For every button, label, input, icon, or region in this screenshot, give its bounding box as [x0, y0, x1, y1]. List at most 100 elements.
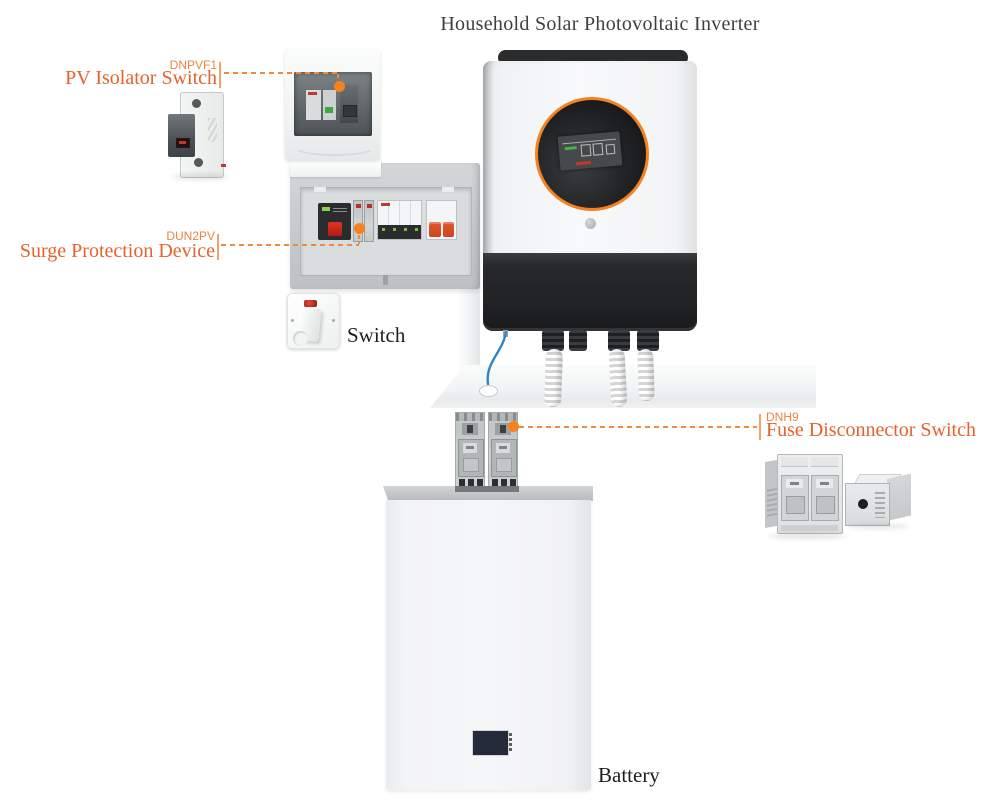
- pv-isolator-module: [340, 85, 358, 123]
- led-indicator: [404, 228, 407, 231]
- decor-dot: [509, 733, 512, 736]
- surge-protection-code: DUN2PV: [166, 229, 215, 243]
- decor: [790, 482, 799, 485]
- breaker-toggle: [328, 222, 342, 236]
- fuse-window: [811, 475, 839, 521]
- battery-top-face: [383, 486, 593, 501]
- decor: [489, 413, 517, 421]
- fuse-disconnector-product: [763, 450, 845, 536]
- decor: [314, 187, 326, 192]
- fuse-module-head: [495, 423, 511, 435]
- fuse-module-head: [462, 423, 478, 435]
- decor: [781, 525, 838, 531]
- fuse-module: [488, 412, 518, 487]
- surge-protection-label: Surge Protection Device: [19, 240, 215, 262]
- inverter-screen: [557, 131, 623, 171]
- decor: [442, 187, 454, 192]
- leader-line: [224, 72, 337, 74]
- decor-dot: [509, 748, 512, 751]
- leader-line: [221, 244, 359, 246]
- decor: [356, 204, 361, 208]
- marker-dot: [508, 421, 519, 432]
- shadow: [768, 533, 846, 539]
- four-pole-breaker: [377, 200, 422, 240]
- decor: [343, 105, 357, 117]
- leader-tick: [759, 414, 761, 440]
- pv-isolator-label: PV Isolator Switch: [65, 67, 217, 89]
- wall-switch-plate: [287, 293, 340, 349]
- cable-gland: [637, 330, 659, 351]
- pv-fuse-holder-product: [168, 92, 228, 178]
- battery-label: Battery: [598, 763, 660, 787]
- decor: [575, 160, 592, 166]
- decor: [605, 143, 616, 155]
- led-indicator: [322, 207, 330, 211]
- decor: [221, 164, 226, 167]
- product-front-face: [845, 483, 890, 526]
- decor: [820, 482, 829, 485]
- decor: [456, 479, 484, 486]
- fuse-module: [455, 412, 485, 487]
- decor: [456, 413, 484, 421]
- breaker-toggle: [430, 222, 441, 237]
- decor: [786, 496, 805, 514]
- decor: [381, 203, 390, 206]
- leader-line: [519, 426, 757, 428]
- inverter-display-ring: [535, 97, 649, 211]
- breaker-toggle: [443, 222, 454, 237]
- screw-icon: [192, 99, 201, 108]
- fuse-module-window: [458, 439, 484, 477]
- fuse-holder-window: [176, 138, 190, 148]
- wall-switch-label: Switch: [347, 323, 406, 347]
- enclosure-ledge: [290, 160, 381, 177]
- wall-panel: [430, 283, 480, 379]
- decor: [496, 458, 512, 472]
- decor: [463, 458, 479, 472]
- leader-line: [337, 74, 339, 83]
- decor: [467, 425, 473, 433]
- breaker-module: [306, 90, 321, 120]
- decor: [816, 496, 835, 514]
- fuse-disconnector-code: DNH9: [766, 410, 799, 424]
- decor: [564, 146, 577, 151]
- flex-outlet: [293, 331, 308, 346]
- decor: [367, 204, 372, 208]
- inverter-body: [483, 61, 697, 256]
- battery-indicator-dots: [509, 733, 513, 753]
- leader-tick: [219, 62, 221, 88]
- breaker-module: [323, 90, 336, 120]
- decor-dot: [509, 738, 512, 741]
- battery-unit: [386, 500, 591, 790]
- decor: [580, 143, 592, 157]
- fuse-module-window: [491, 439, 517, 477]
- rcd-breaker: [318, 203, 351, 240]
- decor: [489, 479, 517, 486]
- battery-display: [472, 730, 509, 756]
- fuse-disconnector-modules: [455, 412, 519, 493]
- decor: [293, 138, 376, 156]
- conduit-tube: [637, 348, 655, 402]
- cable-hole: [479, 385, 498, 397]
- fuse-disconnector-label: Fuse Disconnector Switch: [766, 419, 976, 441]
- led-indicator: [393, 228, 396, 231]
- screw-icon: [383, 275, 388, 285]
- enclosure-window: [294, 72, 372, 136]
- page-title: Household Solar Photovoltaic Inverter: [440, 13, 760, 35]
- decor: [208, 118, 217, 142]
- two-pole-breaker: [426, 200, 457, 240]
- inverter-terminal-cover: [483, 253, 697, 331]
- breaker-toggle-row: [378, 225, 421, 239]
- inverter-button: [585, 218, 596, 229]
- marker-dot: [334, 81, 345, 92]
- decor: [308, 92, 317, 95]
- decor: [179, 141, 186, 144]
- led-indicator: [415, 228, 418, 231]
- screw-icon: [291, 319, 294, 322]
- cable-gland: [608, 330, 630, 351]
- pv-isolator-code: DNPVF1: [169, 58, 217, 72]
- marker-dot: [354, 223, 365, 234]
- shadow: [847, 524, 909, 529]
- led-indicator: [382, 228, 385, 231]
- screw-icon: [194, 158, 203, 167]
